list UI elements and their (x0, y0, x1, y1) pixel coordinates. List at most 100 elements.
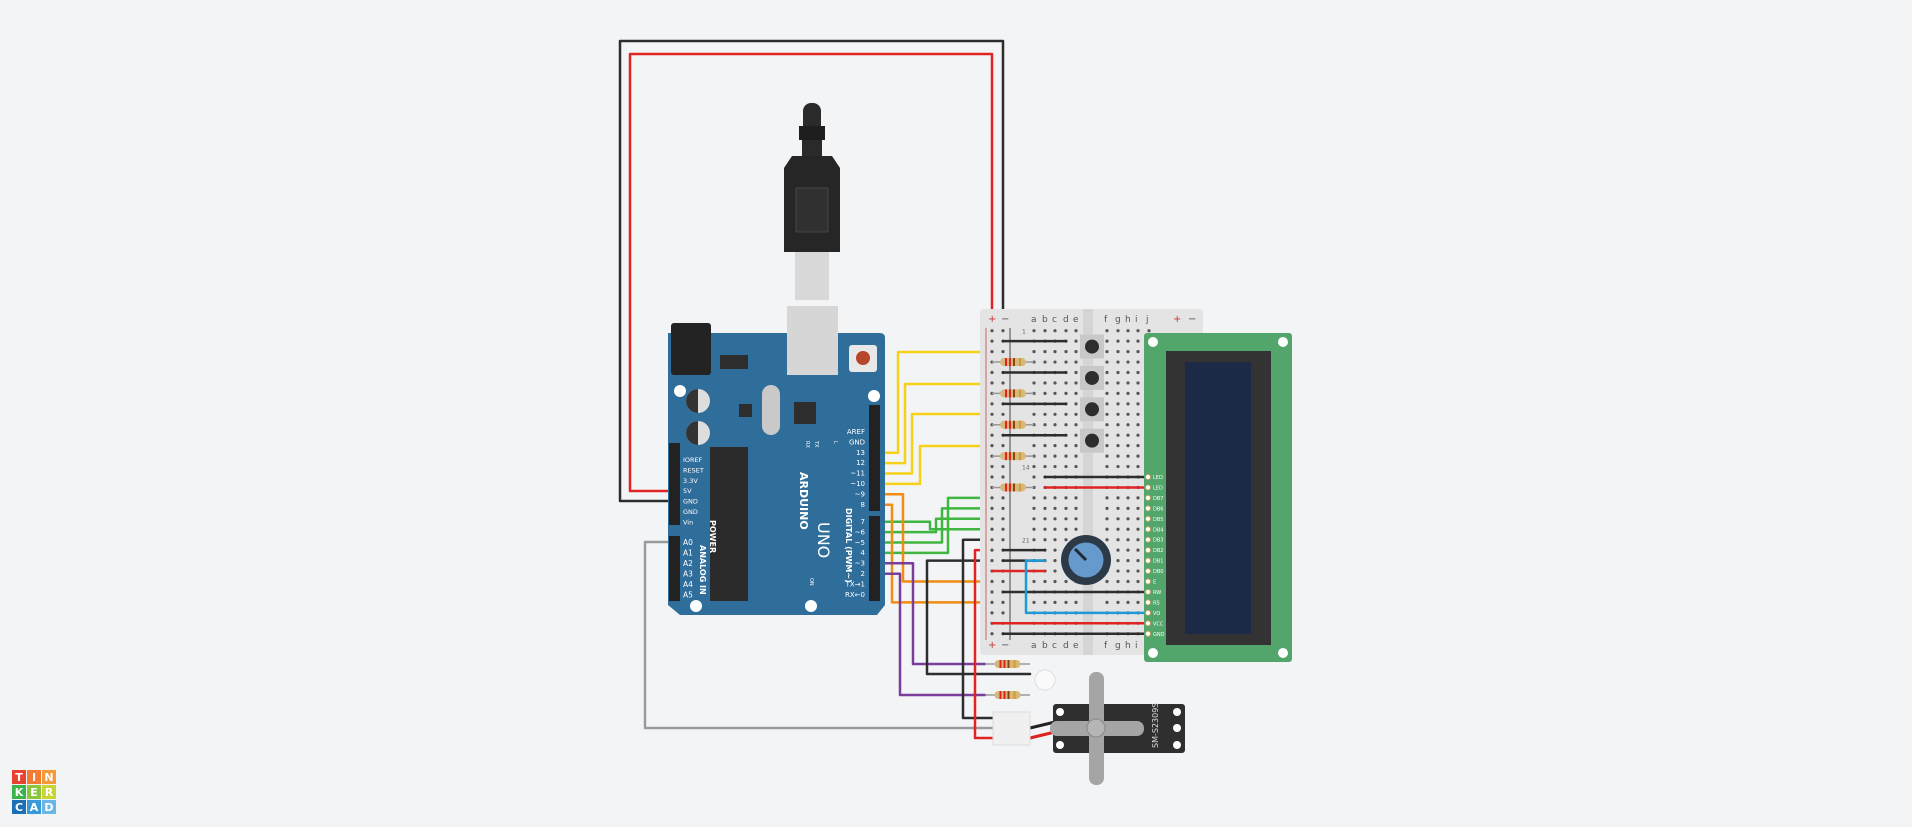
capacitor-mark (686, 389, 698, 413)
resistor-band (1013, 660, 1016, 668)
breadboard-hole (1116, 538, 1120, 542)
lcd-pin-label: DB7 (1153, 496, 1163, 502)
breadboard-hole (1032, 527, 1036, 531)
resistor (992, 483, 1034, 492)
breadboard-hole (1064, 444, 1068, 448)
breadboard-hole (1136, 600, 1140, 605)
breadboard-hole (1116, 527, 1120, 531)
row-number: 1 (1022, 329, 1026, 336)
breadboard-hole (1064, 329, 1068, 333)
breadboard-hole (1105, 423, 1109, 427)
breadboard-hole (1126, 506, 1130, 510)
lcd-pin-label: E (1153, 580, 1156, 586)
breadboard-hole (1116, 433, 1120, 437)
lcd-pin (1144, 588, 1152, 596)
breadboard-hole (1043, 329, 1047, 333)
breadboard-hole (1136, 559, 1140, 563)
breadboard-hole (1032, 517, 1036, 521)
breadboard-hole (1064, 579, 1068, 584)
usb-cable[interactable] (784, 103, 840, 300)
breadboard-hole (1074, 600, 1078, 605)
servo-wire-red (1029, 730, 1056, 740)
breadboard-hole (1053, 548, 1057, 552)
breadboard-hole (990, 444, 994, 448)
breadboard-hole (1064, 360, 1068, 364)
breadboard-hole (1136, 454, 1140, 458)
push-button-cap (1085, 402, 1099, 417)
breadboard-hole (990, 600, 994, 605)
breadboard-hole (1074, 329, 1078, 333)
breadboard-hole (990, 559, 994, 563)
rail-label: + (988, 640, 996, 651)
digital-pin-label: TX→1 (845, 580, 865, 588)
logo-letter: C (12, 800, 26, 814)
lcd-pin-label: DB0 (1153, 569, 1163, 575)
breadboard-hole (1136, 412, 1140, 416)
breadboard-hole (1001, 527, 1005, 531)
resistor-band (1003, 660, 1006, 668)
breadboard-hole (1074, 339, 1078, 343)
resistor-band (1013, 389, 1015, 398)
lcd-16x2[interactable]: LEDLEDDB7DB6DB5DB4DB3DB2DB1DB0ERWRSVOVCC… (1144, 333, 1292, 662)
digital-pin-label: AREF (847, 428, 865, 436)
digital-pin-label: ~11 (850, 470, 865, 478)
breadboard-hole (1126, 496, 1130, 500)
breadboard-hole (990, 548, 994, 552)
voltage-regulator (720, 355, 748, 369)
breadboard-hole (1105, 454, 1109, 458)
breadboard-hole (1105, 464, 1109, 469)
breadboard-hole (1043, 496, 1047, 500)
breadboard-hole (1126, 433, 1130, 437)
breadboard-hole (1136, 350, 1140, 354)
resistor-band (1019, 452, 1021, 461)
lcd-pin-label: DB1 (1153, 559, 1163, 565)
breadboard-hole (1136, 548, 1140, 552)
mount-hole (805, 600, 817, 612)
lcd-pin (1144, 473, 1152, 481)
breadboard-hole (1105, 506, 1109, 510)
breadboard-hole (990, 611, 994, 615)
breadboard-hole (1126, 412, 1130, 416)
breadboard-hole (1126, 350, 1130, 354)
digital-header-bottom (869, 516, 880, 601)
resistor-band (1005, 452, 1007, 461)
breadboard-hole (1116, 391, 1120, 395)
breadboard-hole (1105, 496, 1109, 500)
digital-pin-label: 8 (861, 501, 865, 509)
breadboard-hole (1116, 517, 1120, 521)
resistor-band (1007, 660, 1010, 668)
breadboard-hole (1001, 444, 1005, 448)
breadboard-hole (1001, 611, 1005, 615)
breadboard-hole (1001, 496, 1005, 500)
lcd-pin-label: GND (1153, 632, 1165, 638)
breadboard-hole (1043, 454, 1047, 458)
breadboard-hole (1126, 423, 1130, 427)
logo-letter: A (27, 800, 41, 814)
lcd-pin (1144, 609, 1152, 616)
breadboard-hole (1043, 600, 1047, 605)
power-header (669, 443, 680, 525)
servo-motor[interactable]: SM-S2309S (992, 672, 1185, 785)
servo-wire-brown (1029, 720, 1056, 730)
digital-pin-label: 2 (861, 570, 865, 578)
lcd-pin (1144, 494, 1152, 501)
arduino-uno[interactable]: IOREFRESET3.3V5VGNDGNDVinA0A1A2A3A4A5ARE… (668, 306, 885, 615)
digital-pin-label: ~10 (850, 480, 865, 488)
breadboard-hole (1136, 538, 1140, 542)
resistor-band (1019, 389, 1021, 398)
breadboard-hole (1053, 496, 1057, 500)
digital-header-label: DIGITAL (PWM~) (844, 508, 853, 583)
row-number: 21 (1022, 538, 1030, 545)
breadboard-hole (1053, 350, 1057, 354)
resistor-band (1005, 420, 1007, 429)
rgb-led (1034, 669, 1056, 691)
breadboard-hole (1074, 350, 1078, 354)
resistor-band (1005, 483, 1007, 492)
push-button-cap (1085, 433, 1099, 448)
digital-pin-label: 7 (861, 518, 865, 526)
lcd-pin-label: DB6 (1153, 506, 1163, 512)
breadboard-hole (1126, 517, 1130, 521)
breadboard-hole (1136, 506, 1140, 510)
